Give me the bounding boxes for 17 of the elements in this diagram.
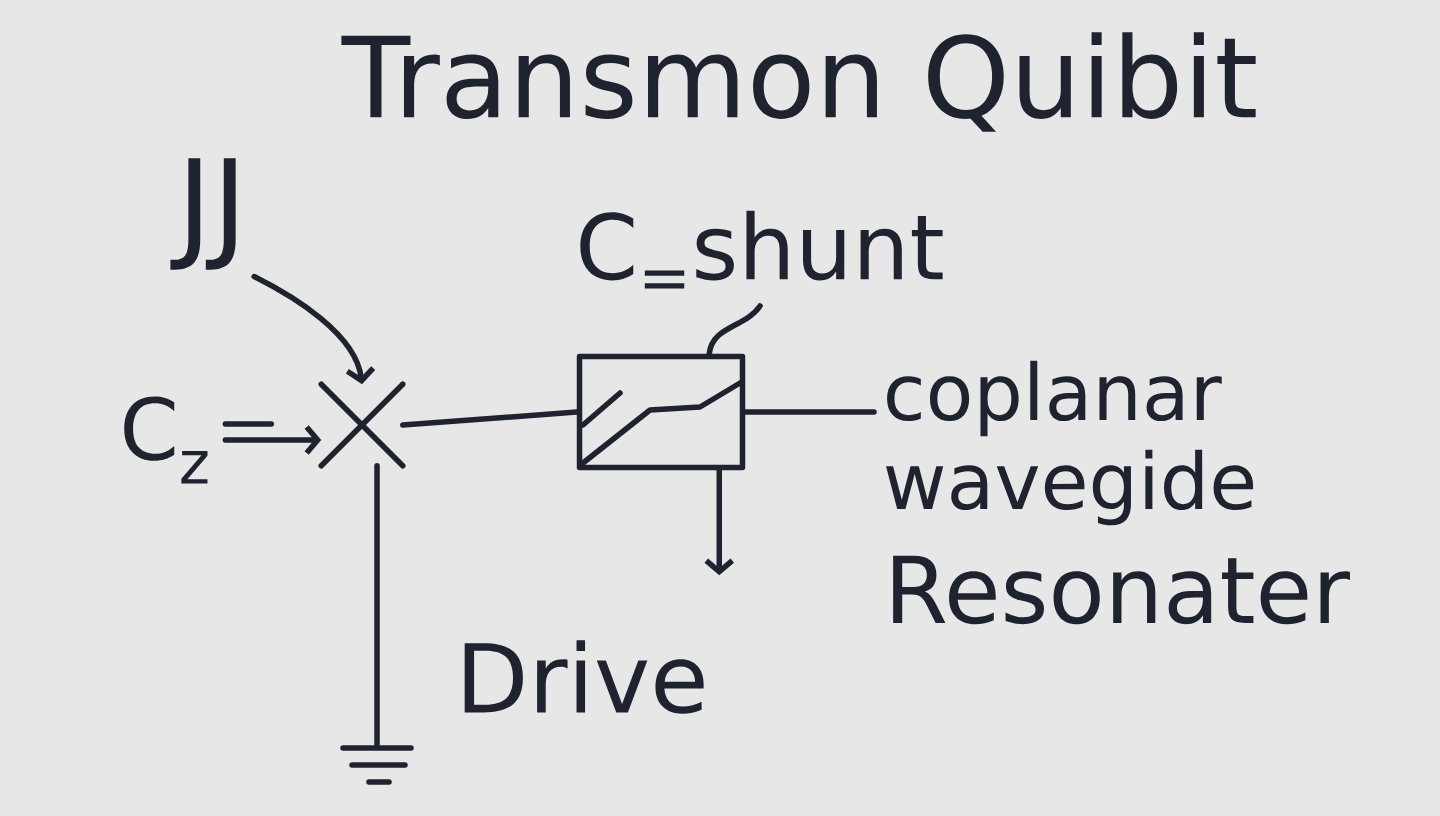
line (742, 409, 877, 415)
text-label: coplanar wavegide (886, 360, 1254, 526)
component-box (576, 353, 746, 471)
ground-symbol (340, 745, 414, 785)
line (374, 463, 380, 748)
line (400, 409, 580, 428)
cross-symbol (318, 381, 406, 469)
line (706, 303, 763, 357)
text-label: JJ (170, 158, 236, 270)
arrow (222, 421, 322, 455)
arrow (704, 467, 735, 576)
text-label: C$_{z}$ (124, 396, 208, 484)
text-label: C$_{=}$shunt (580, 210, 943, 289)
text-label: Resonater (893, 555, 1350, 625)
title: Transmon Quibit (341, 32, 1256, 132)
text-label: Drive (464, 640, 704, 714)
arrow (251, 273, 376, 385)
